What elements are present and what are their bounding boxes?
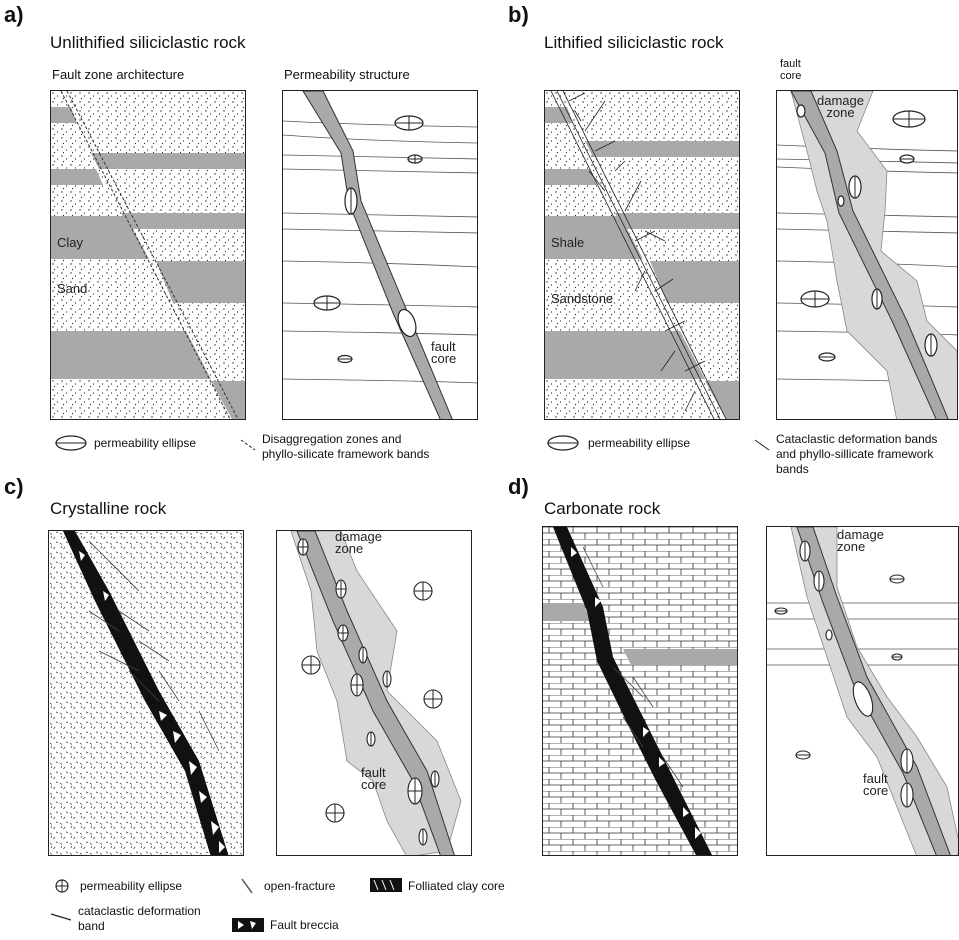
panel-c-permeability: damage zone fault core xyxy=(276,530,472,856)
cataclastic-band-icon-b xyxy=(754,438,770,456)
panel-d-permeability: damage zone fault core xyxy=(766,526,959,856)
panel-b-architecture: Shale Sandstone xyxy=(544,90,740,420)
panel-a-architecture-drawing xyxy=(51,91,245,419)
fault-core-label-a: fault core xyxy=(431,339,457,366)
damage-zone-label-b-line2: zone xyxy=(826,105,855,120)
panel-a-permeability: fault core xyxy=(282,90,478,420)
legend-b-bands-line1: Cataclastic deformation bands xyxy=(776,432,938,446)
layer-label-shale: Shale xyxy=(551,235,585,250)
panel-label-c: c) xyxy=(4,474,24,499)
legend-b-bands-line3: bands xyxy=(776,462,809,476)
subtitle-fault-zone-architecture: Fault zone architecture xyxy=(52,67,185,82)
damage-zone-label-c: damage zone xyxy=(335,531,382,555)
panel-title-a: Unlithified siliciclastic rock xyxy=(50,33,246,52)
fault-core-label-d: fault core xyxy=(863,771,889,798)
cataclastic-band-icon xyxy=(50,910,72,928)
legend-a-ellipse-label: permeability ellipse xyxy=(94,436,197,450)
damage-zone-label-d-line1: damage xyxy=(837,527,884,542)
panel-c-architecture xyxy=(48,530,244,856)
fault-core-label-d-line1: fault xyxy=(863,771,888,786)
fault-core-label-b: fault core xyxy=(780,58,801,82)
fault-core-label-a-line2: core xyxy=(431,351,457,366)
panel-a-permeability-drawing xyxy=(283,91,477,419)
layer-label-sandstone: Sandstone xyxy=(551,291,614,306)
legend-foliated-label: Folliated clay core xyxy=(408,879,505,893)
panel-c-architecture-drawing xyxy=(49,531,243,855)
permeability-ellipse-icon-b xyxy=(546,434,580,457)
legend-cataclastic-line2: band xyxy=(78,919,105,933)
legend-breccia-label: Fault breccia xyxy=(270,918,339,932)
damage-zone-label-b: damage zone xyxy=(817,93,864,120)
panel-label-d: d) xyxy=(508,474,529,499)
panel-b-architecture-drawing xyxy=(545,91,739,419)
fault-core-label-c-line1: fault xyxy=(361,765,386,780)
disaggregation-band-icon xyxy=(240,438,256,456)
panel-d-architecture-drawing xyxy=(543,527,737,855)
legend-b-bands-label: Cataclastic deformation bands and phyllo… xyxy=(776,432,937,477)
panel-a-architecture: Clay Sand xyxy=(50,90,246,420)
panel-b-permeability: damage zone xyxy=(776,90,958,420)
panel-title-c: Crystalline rock xyxy=(50,499,167,518)
panel-title-b: Lithified siliciclastic rock xyxy=(544,33,724,52)
damage-zone-label-d: damage zone xyxy=(837,527,884,554)
subtitle-permeability-structure: Permeability structure xyxy=(284,67,410,82)
permeability-circle-icon xyxy=(54,878,70,899)
fault-core-label-a-line1: fault xyxy=(431,339,456,354)
legend-cataclastic-label: cataclastic deformation band xyxy=(78,904,201,934)
damage-zone-label-c-line2: zone xyxy=(335,541,364,556)
panel-d-architecture xyxy=(542,526,738,856)
legend-a-bands-line2: phyllo-silicate framework bands xyxy=(262,447,430,461)
legend-b-ellipse-label: permeability ellipse xyxy=(588,436,691,450)
damage-zone-label-d-line2: zone xyxy=(837,539,866,554)
panel-title-d: Carbonate rock xyxy=(544,499,661,518)
layer-label-clay: Clay xyxy=(57,235,84,250)
fault-core-label-b-line2: core xyxy=(780,70,802,82)
damage-zone-label-c-line1: damage xyxy=(335,530,382,544)
legend-a-bands-line1: Disaggregation zones and xyxy=(262,432,402,446)
legend-perm-ellipse-label: permeability ellipse xyxy=(80,879,183,893)
permeability-ellipse-icon-a xyxy=(54,434,88,457)
open-fracture-icon xyxy=(240,878,254,899)
fault-core-label-c: fault core xyxy=(361,765,387,792)
layer-label-sand: Sand xyxy=(57,281,88,296)
panel-label-b: b) xyxy=(508,2,529,27)
fault-breccia-icon xyxy=(232,918,264,937)
fault-core-label-b-line1: fault xyxy=(780,58,801,70)
fault-core-label-d-line2: core xyxy=(863,783,889,798)
panel-d-permeability-drawing xyxy=(767,527,958,855)
legend-a-bands-label: Disaggregation zones and phyllo-silicate… xyxy=(262,432,429,462)
legend-b-bands-line2: and phyllo-sillicate framework xyxy=(776,447,934,461)
fault-core-label-c-line2: core xyxy=(361,777,387,792)
foliated-clay-core-icon xyxy=(370,878,402,897)
legend-open-fracture-label: open-fracture xyxy=(264,879,336,893)
panel-b-permeability-drawing xyxy=(777,91,957,419)
damage-zone-label-b-line1: damage xyxy=(817,93,864,108)
panel-c-permeability-drawing xyxy=(290,531,462,855)
panel-label-a: a) xyxy=(4,2,24,27)
legend-cataclastic-line1: cataclastic deformation xyxy=(78,904,201,918)
